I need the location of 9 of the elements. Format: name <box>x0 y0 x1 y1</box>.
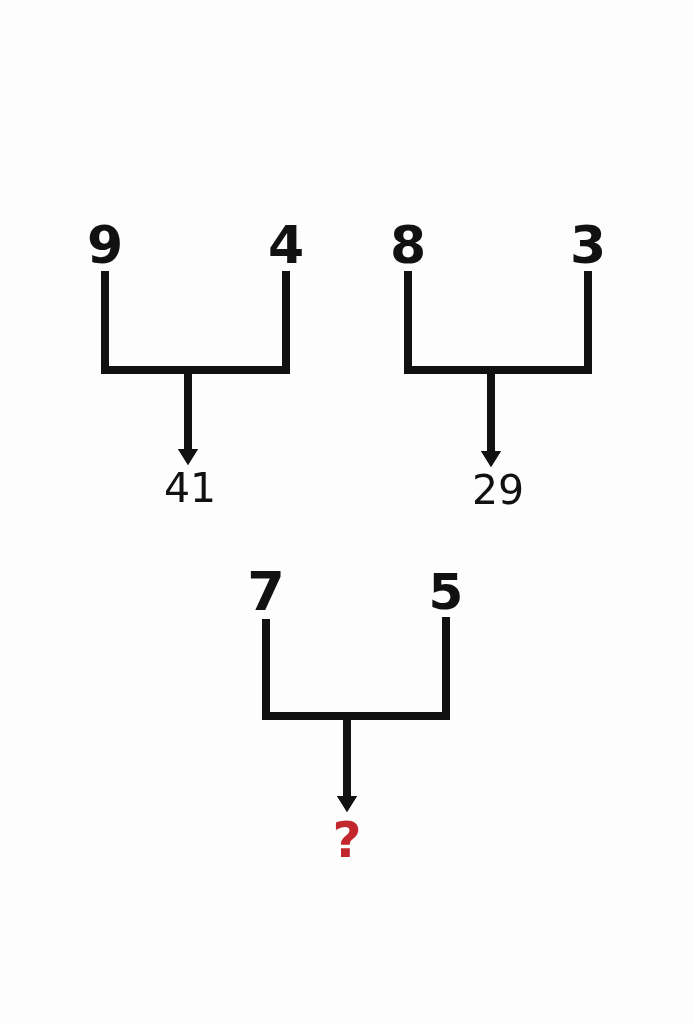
number-text: 5 <box>428 567 464 617</box>
number-text: 3 <box>569 219 607 271</box>
question-mark: ? <box>332 815 362 865</box>
number-text: 7 <box>247 565 285 619</box>
result-number: 41 <box>163 468 217 509</box>
result-number: 29 <box>471 470 525 511</box>
number-text: 4 <box>267 219 305 271</box>
number-text: 9 <box>86 219 124 271</box>
number-text: 8 <box>389 219 427 271</box>
